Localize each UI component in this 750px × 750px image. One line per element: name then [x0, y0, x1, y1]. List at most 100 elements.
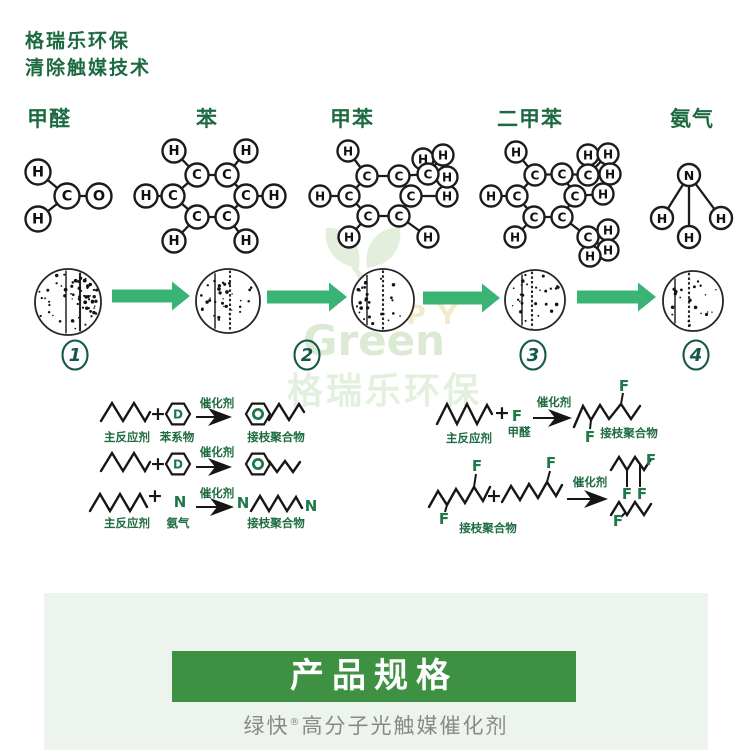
svg-text:N: N: [174, 493, 187, 511]
atom-letter: C: [530, 211, 539, 225]
atom-letter: C: [584, 169, 593, 183]
svg-text:F: F: [619, 377, 629, 395]
svg-text:F: F: [622, 485, 632, 503]
particle-dot: [679, 296, 682, 299]
process-arrow-icon-2: [267, 282, 347, 312]
svg-text:接枝聚合物: 接枝聚合物: [459, 521, 517, 535]
particle-dot: [58, 319, 62, 323]
particle-dot: [205, 300, 209, 304]
particle-dot: [217, 284, 222, 288]
product-spec-banner: 产品规格: [172, 651, 576, 702]
particle-dot: [73, 278, 78, 283]
particle-dot: [55, 273, 59, 278]
step-number-2: 2: [293, 339, 321, 371]
particle-dot: [693, 305, 698, 310]
particle-dot: [549, 309, 554, 313]
particle-dot: [364, 282, 366, 284]
atom-letter: C: [345, 190, 354, 204]
particle-dot: [239, 310, 242, 313]
particle-dot: [85, 306, 89, 310]
step-number-1: 1: [61, 339, 89, 371]
atom-letter: C: [558, 211, 567, 225]
particle-dot: [544, 302, 548, 306]
particle-dot: [213, 279, 216, 283]
particle-dot: [77, 316, 80, 319]
atom-letter: H: [168, 234, 179, 249]
svg-text:催化剂: 催化剂: [573, 475, 608, 489]
particle-dot: [520, 279, 525, 283]
particle-dot: [94, 312, 98, 315]
reaction-formaldehyde: + F 甲醛 催化剂 F F 主反应剂 接枝聚合物: [435, 377, 658, 446]
particle-dot: [706, 311, 709, 313]
particle-dot: [380, 312, 383, 316]
atom-letter: H: [716, 211, 727, 226]
particle-dot: [213, 314, 216, 317]
atom-letter: H: [442, 190, 452, 204]
particle-dot: [556, 284, 558, 287]
atom-letter: H: [598, 188, 608, 202]
particle-dot: [390, 296, 393, 300]
step-circle: [61, 339, 89, 371]
atom-letter: H: [418, 153, 428, 167]
svg-text:主反应剂: 主反应剂: [104, 516, 150, 530]
step-digit: 2: [301, 345, 314, 366]
svg-text:F: F: [546, 454, 556, 472]
particle-dot: [537, 314, 540, 317]
petri-dish-3: [351, 268, 415, 332]
particle-dot: [391, 312, 395, 315]
benzene-hexagon-icon: [244, 402, 272, 426]
particle-dot: [224, 304, 228, 309]
particle-dot: [208, 299, 212, 302]
label-benzene: 苯: [196, 107, 218, 131]
atom-letter: C: [531, 169, 540, 183]
particle-dot: [77, 297, 81, 301]
particle-dot: [711, 311, 713, 313]
product-name-prefix: 绿快: [243, 714, 290, 738]
aromatic-ring-icon: [251, 457, 264, 470]
particle-dot: [521, 293, 525, 297]
atom-letter: H: [240, 234, 251, 249]
atom-h: [416, 225, 440, 249]
step-number-3: 3: [519, 339, 547, 371]
particle-dot: [63, 287, 68, 292]
atom-letter: H: [510, 231, 520, 245]
particle-dot: [47, 310, 51, 314]
svg-text:+: +: [486, 485, 502, 507]
particle-dot: [544, 289, 548, 293]
atom-letter: C: [222, 168, 232, 183]
particle-dot: [217, 318, 221, 321]
svg-text:催化剂: 催化剂: [537, 395, 572, 409]
particle-dot: [355, 305, 359, 308]
svg-text:接枝聚合物: 接枝聚合物: [247, 430, 305, 444]
atom-letter: H: [240, 144, 251, 159]
atom-letter: C: [584, 231, 593, 245]
particle-dot: [363, 286, 367, 289]
particle-dot: [526, 283, 529, 286]
particle-dot: [72, 293, 75, 297]
particle-dot: [222, 298, 224, 300]
atom-letter: H: [511, 146, 521, 160]
atom-c: [214, 204, 240, 230]
svg-text:F: F: [585, 428, 595, 446]
particle-dot: [90, 299, 95, 304]
atom-letter: H: [486, 190, 496, 204]
particle-dot: [524, 273, 527, 277]
particle-dot: [368, 315, 371, 318]
particle-dot: [90, 315, 93, 318]
particle-dot: [364, 299, 367, 302]
svg-text:接枝聚合物: 接枝聚合物: [600, 426, 658, 440]
reaction-crosslink: F F + F 催化剂 F F F F 接枝聚合物: [427, 451, 656, 535]
atom-h: [336, 139, 360, 163]
particle-dot: [63, 273, 66, 276]
atom-c: [550, 162, 574, 186]
particle-dot: [40, 296, 43, 300]
reactions-layer: + D 催化剂 主反应剂 苯系物 接枝聚合物 + D 催化剂 +: [88, 377, 658, 535]
atom-letter: H: [442, 171, 452, 185]
particle-dot: [86, 286, 89, 290]
atom-c: [387, 164, 411, 188]
particle-dot: [84, 295, 88, 299]
particle-dot: [704, 294, 707, 296]
